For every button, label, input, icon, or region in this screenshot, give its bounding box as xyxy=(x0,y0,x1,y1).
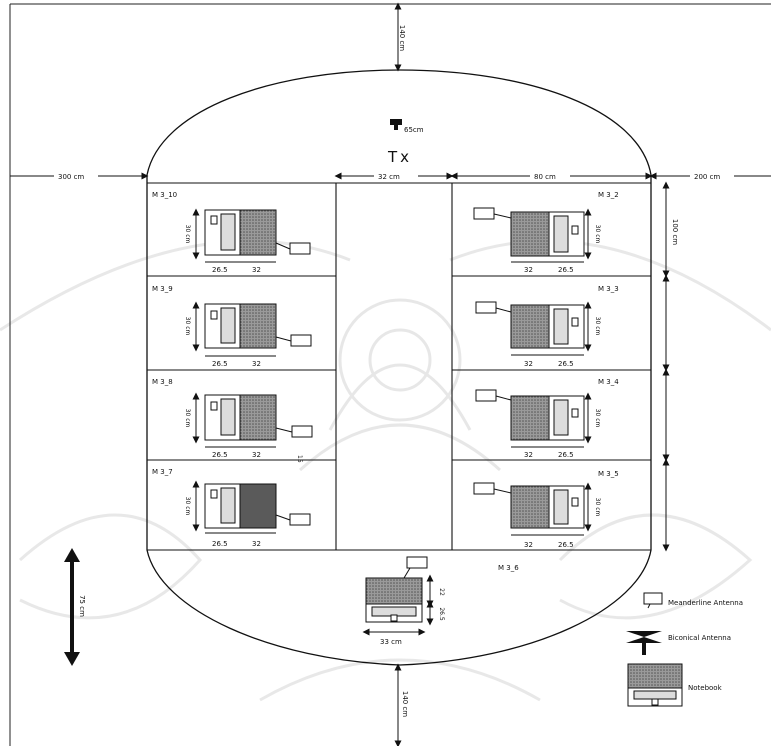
room-name: M 3_4 xyxy=(598,378,619,386)
height-label: 30 cm xyxy=(184,225,191,244)
height-label: 30 cm xyxy=(184,317,191,336)
meanderline-antenna-icon xyxy=(290,334,312,347)
room-name: M 3_8 xyxy=(152,378,173,386)
room-name: M 3_7 xyxy=(152,468,173,476)
meanderline-antenna-icon xyxy=(289,513,311,526)
meanderline-antenna-icon xyxy=(473,482,495,495)
room-m3-6: M 3_6 22 26.5 33 cm xyxy=(362,556,519,646)
dim-v-b: 26.5 xyxy=(438,607,445,621)
dim-a: 26.5 xyxy=(212,360,228,368)
transmitter: 65cm Tx xyxy=(387,119,424,166)
dim-a: 26.5 xyxy=(212,266,228,274)
top-dimension: 140 cm xyxy=(394,2,406,72)
room-name: M 3_6 xyxy=(498,564,519,572)
dim-b: 26.5 xyxy=(558,266,574,274)
dim-a: 26.5 xyxy=(212,540,228,548)
dim-v-a: 22 xyxy=(438,588,445,596)
legend: Meanderline Antenna Biconical Antenna No… xyxy=(626,592,743,707)
meanderline-antenna-icon xyxy=(291,425,313,438)
meanderline-antenna-icon xyxy=(406,556,428,569)
notebook-screen xyxy=(239,303,277,349)
dim-a: 32 xyxy=(524,360,533,368)
bottom-dimension: 140 cm xyxy=(394,663,409,746)
dim-b: 26.5 xyxy=(558,451,574,459)
dim-a: 32 xyxy=(524,266,533,274)
room-m3-4: M 3_4 30 cm 32 26.5 xyxy=(475,378,619,459)
biconical-antenna-icon xyxy=(390,119,402,125)
room-name: M 3_9 xyxy=(152,285,173,293)
dim-a: 26.5 xyxy=(212,451,228,459)
room-m3-7: M 3_7 30 cm 26.5 32 xyxy=(152,468,311,548)
width-label: 33 cm xyxy=(380,638,402,646)
dim-a: 32 xyxy=(524,451,533,459)
right-gap-label: 200 cm xyxy=(694,173,720,181)
dim-a: 32 xyxy=(524,541,533,549)
notebook-screen xyxy=(239,209,277,256)
height-label: 30 cm xyxy=(184,497,191,516)
room-name: M 3_2 xyxy=(598,191,619,199)
cell-grid xyxy=(147,182,651,551)
notebook-screen xyxy=(510,211,550,257)
dim-b: 26.5 xyxy=(558,541,574,549)
height-label: 30 cm xyxy=(594,498,601,517)
height-label: 30 cm xyxy=(184,409,191,428)
dim-b: 32 xyxy=(252,540,261,548)
room-name: M 3_3 xyxy=(598,285,619,293)
notebook-screen xyxy=(510,485,550,529)
meanderline-antenna-icon xyxy=(643,592,663,605)
room-name: M 3_5 xyxy=(598,470,619,478)
row-height-label: 100 cm xyxy=(671,219,679,245)
dim-b: 26.5 xyxy=(558,360,574,368)
legend-meanderline: Meanderline Antenna xyxy=(668,599,743,607)
room-m3-10: M 3_10 30 cm 26.5 32 xyxy=(152,191,311,274)
height-label: 30 cm xyxy=(594,317,601,336)
notebook-screen xyxy=(365,577,423,605)
height-label: 30 cm xyxy=(594,409,601,428)
meanderline-antenna-icon xyxy=(475,301,497,314)
tx-height-label: 65cm xyxy=(404,126,424,134)
meanderline-antenna-icon xyxy=(475,389,497,402)
dim-b: 32 xyxy=(252,451,261,459)
room-m3-2: M 3_2 30 cm 32 26.5 xyxy=(473,191,619,274)
meanderline-antenna-icon xyxy=(289,242,311,255)
right-block-label: 80 cm xyxy=(534,173,556,181)
top-gap-label: 140 cm xyxy=(398,25,406,51)
notebook-screen xyxy=(239,394,277,441)
scale-arrow: 75 cm xyxy=(64,548,86,666)
outer-frame xyxy=(9,3,771,746)
room-m3-5: M 3_5 30 cm 32 26.5 xyxy=(473,470,619,549)
height-label: 30 cm xyxy=(594,225,601,244)
notebook-screen xyxy=(239,483,277,529)
notebook-screen xyxy=(510,395,550,441)
biconical-antenna-icon xyxy=(626,631,662,655)
notebook-screen xyxy=(510,304,550,349)
room-name: M 3_10 xyxy=(152,191,177,199)
dim-b: 32 xyxy=(252,360,261,368)
legend-notebook: Notebook xyxy=(688,684,723,692)
dim-b: 32 xyxy=(252,266,261,274)
tx-label: Tx xyxy=(387,148,412,166)
extra-label: 15 xyxy=(296,455,303,463)
room-m3-3: M 3_3 30 cm 32 26.5 xyxy=(475,285,619,368)
meanderline-antenna-icon xyxy=(473,207,495,220)
legend-biconical: Biconical Antenna xyxy=(668,634,731,642)
bottom-gap-label: 140 cm xyxy=(401,691,409,717)
center-aisle-label: 32 cm xyxy=(378,173,400,181)
scale-arrow-label: 75 cm xyxy=(78,595,86,617)
room-m3-9: M 3_9 30 cm 26.5 32 xyxy=(152,285,312,368)
notebook-icon xyxy=(627,663,683,707)
room-m3-8: M 3_8 30 cm 15 26.5 32 xyxy=(152,378,313,463)
left-gap-label: 300 cm xyxy=(58,173,84,181)
